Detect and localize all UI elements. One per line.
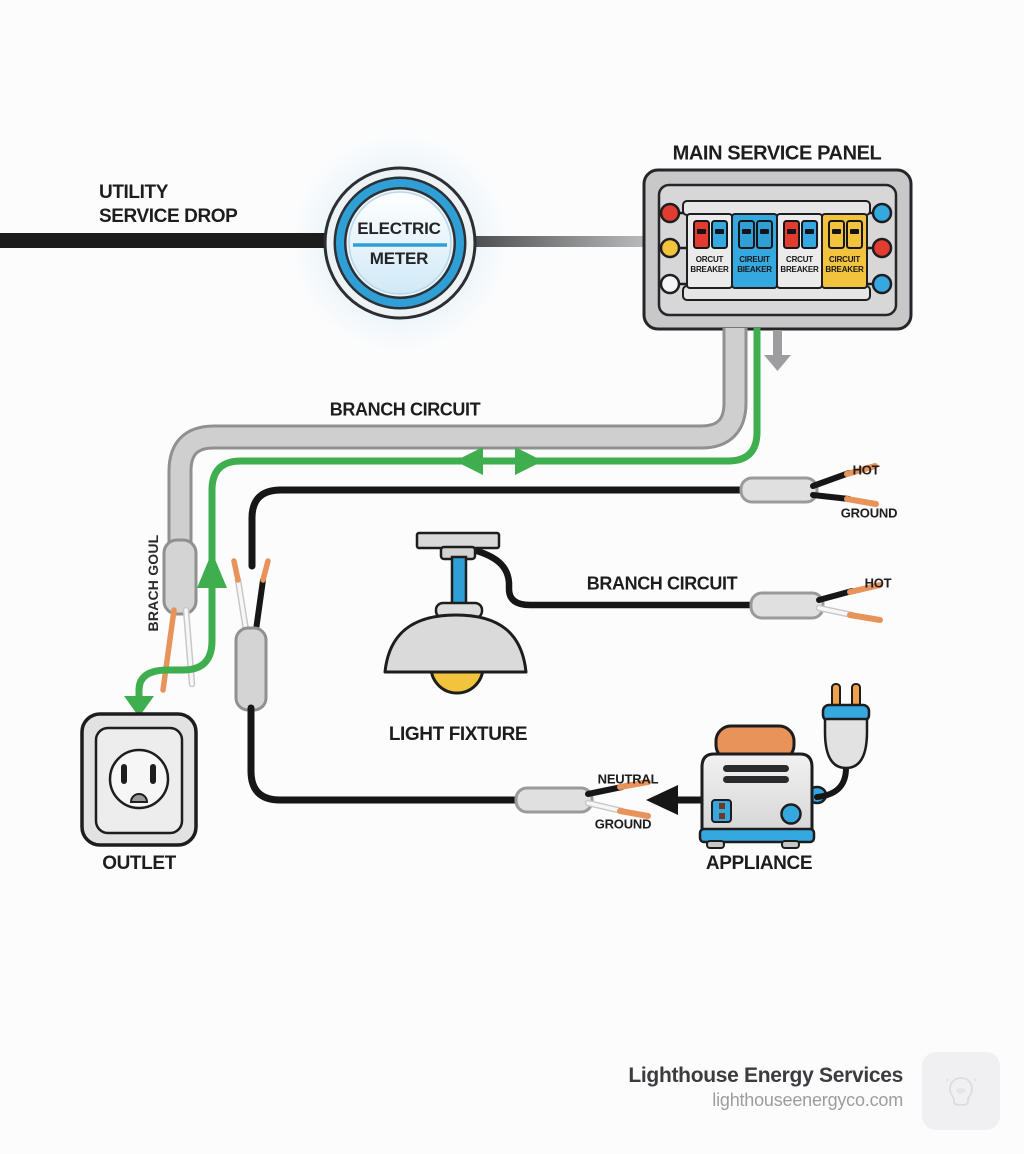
- service-wire-left: [0, 233, 334, 248]
- panel-indicator-lights: [659, 202, 893, 295]
- fixture-stem: [450, 555, 468, 609]
- main-service-panel-label: MAIN SERVICE PANEL: [672, 142, 882, 165]
- hot-label-1: HOT: [852, 462, 880, 478]
- utility-line1: UTILITY: [99, 182, 168, 203]
- branch-circuit-label-mid: BRANCH CIRCUIT: [586, 573, 738, 594]
- branch-circuit-label-top: BRANCH CIRCUIT: [329, 399, 481, 420]
- electric-meter-icon: [323, 166, 477, 320]
- green-arrow-right-icon: [515, 447, 543, 475]
- appliance-label: APPLIANCE: [705, 853, 813, 874]
- ground-label-1: GROUND: [840, 505, 898, 521]
- green-arrow-left-icon: [455, 447, 483, 475]
- outlet-icon: [80, 712, 198, 847]
- cable-sheath: [514, 786, 594, 814]
- indicator-light: [659, 237, 681, 259]
- toaster-icon: [698, 724, 849, 849]
- branch-circuit-1-wire: [248, 463, 879, 570]
- lightbulb-icon: [946, 1077, 976, 1106]
- breaker-switch: [783, 220, 800, 249]
- hot-wire-tip: [847, 582, 883, 595]
- appliance-cable: [514, 779, 708, 819]
- indicator-light: [871, 237, 893, 259]
- cable-sheath: [739, 476, 819, 504]
- indicator-light: [871, 273, 893, 295]
- branch-circuit-2-cable-end: [749, 582, 883, 623]
- breaker-switch: [828, 220, 845, 249]
- neutral-label: NEUTRAL: [597, 771, 659, 787]
- breaker-switch: [756, 220, 773, 249]
- utility-line2: SERVICE DROP: [99, 206, 238, 227]
- toaster-knob: [780, 803, 802, 825]
- lamp-shade: [383, 613, 528, 674]
- outlet-ground-hole: [129, 793, 149, 803]
- service-wire-right: [464, 236, 648, 247]
- outlet-slot-left: [121, 764, 127, 784]
- power-cord: [814, 765, 849, 800]
- ground-label-2: GROUND: [594, 816, 652, 832]
- plug-prong: [851, 683, 861, 708]
- footer-logo-box: [922, 1052, 1000, 1130]
- cable-sheath: [234, 626, 268, 712]
- breaker-switch: [693, 220, 710, 249]
- breaker-rail-top: [682, 200, 871, 216]
- meter-label-meter: METER: [369, 249, 429, 268]
- copper-wire-end: [160, 607, 177, 693]
- indicator-light: [659, 273, 681, 295]
- light-fixture-icon: [383, 531, 756, 695]
- utility-service-drop-wire: [0, 233, 648, 248]
- green-arrow-down-icon: [124, 696, 154, 717]
- feeder-cable-tube: [167, 328, 748, 542]
- utility-service-drop-label: UTILITY SERVICE DROP: [99, 181, 238, 229]
- ground-wire-green: [124, 328, 761, 717]
- indicator-light: [871, 202, 893, 224]
- vertical-cable: [231, 558, 522, 804]
- main-service-panel-icon: [642, 168, 913, 331]
- footer-company-name: Lighthouse Energy Services: [628, 1064, 903, 1087]
- green-arrow-up-icon: [197, 552, 227, 588]
- black-arrow-left-icon: [646, 785, 678, 815]
- ground-cable-side-label: BRACH GOUL: [145, 534, 161, 632]
- plug-body: [823, 717, 869, 770]
- breaker-switch: [846, 220, 863, 249]
- toaster-base: [698, 827, 816, 844]
- footer-website: lighthouseenergyco.com: [712, 1090, 903, 1110]
- breaker-switch: [711, 220, 728, 249]
- power-plug-icon: [821, 683, 871, 770]
- ground-wire-tip: [617, 808, 651, 819]
- cable-sheath: [749, 591, 825, 620]
- outlet-label: OUTLET: [102, 853, 176, 874]
- hot-wire-tip: [844, 463, 878, 477]
- breaker-switch-slots: [697, 229, 859, 234]
- branch-circuit-2-wire: [473, 547, 756, 609]
- light-fixture-label: LIGHT FIXTURE: [388, 724, 528, 745]
- hot-label-2: HOT: [864, 575, 892, 591]
- flow-arrow-down-icon: [764, 330, 791, 371]
- neutral-wire-tip: [617, 779, 651, 790]
- outlet-slot-right: [150, 764, 156, 784]
- breaker-switches: [693, 220, 863, 249]
- indicator-light: [659, 202, 681, 224]
- ground-wire-tip: [844, 496, 879, 507]
- meter-label-electric: ELECTRIC: [357, 219, 441, 238]
- breaker-switch: [801, 220, 818, 249]
- breaker-switch: [738, 220, 755, 249]
- plug-prong: [831, 683, 841, 708]
